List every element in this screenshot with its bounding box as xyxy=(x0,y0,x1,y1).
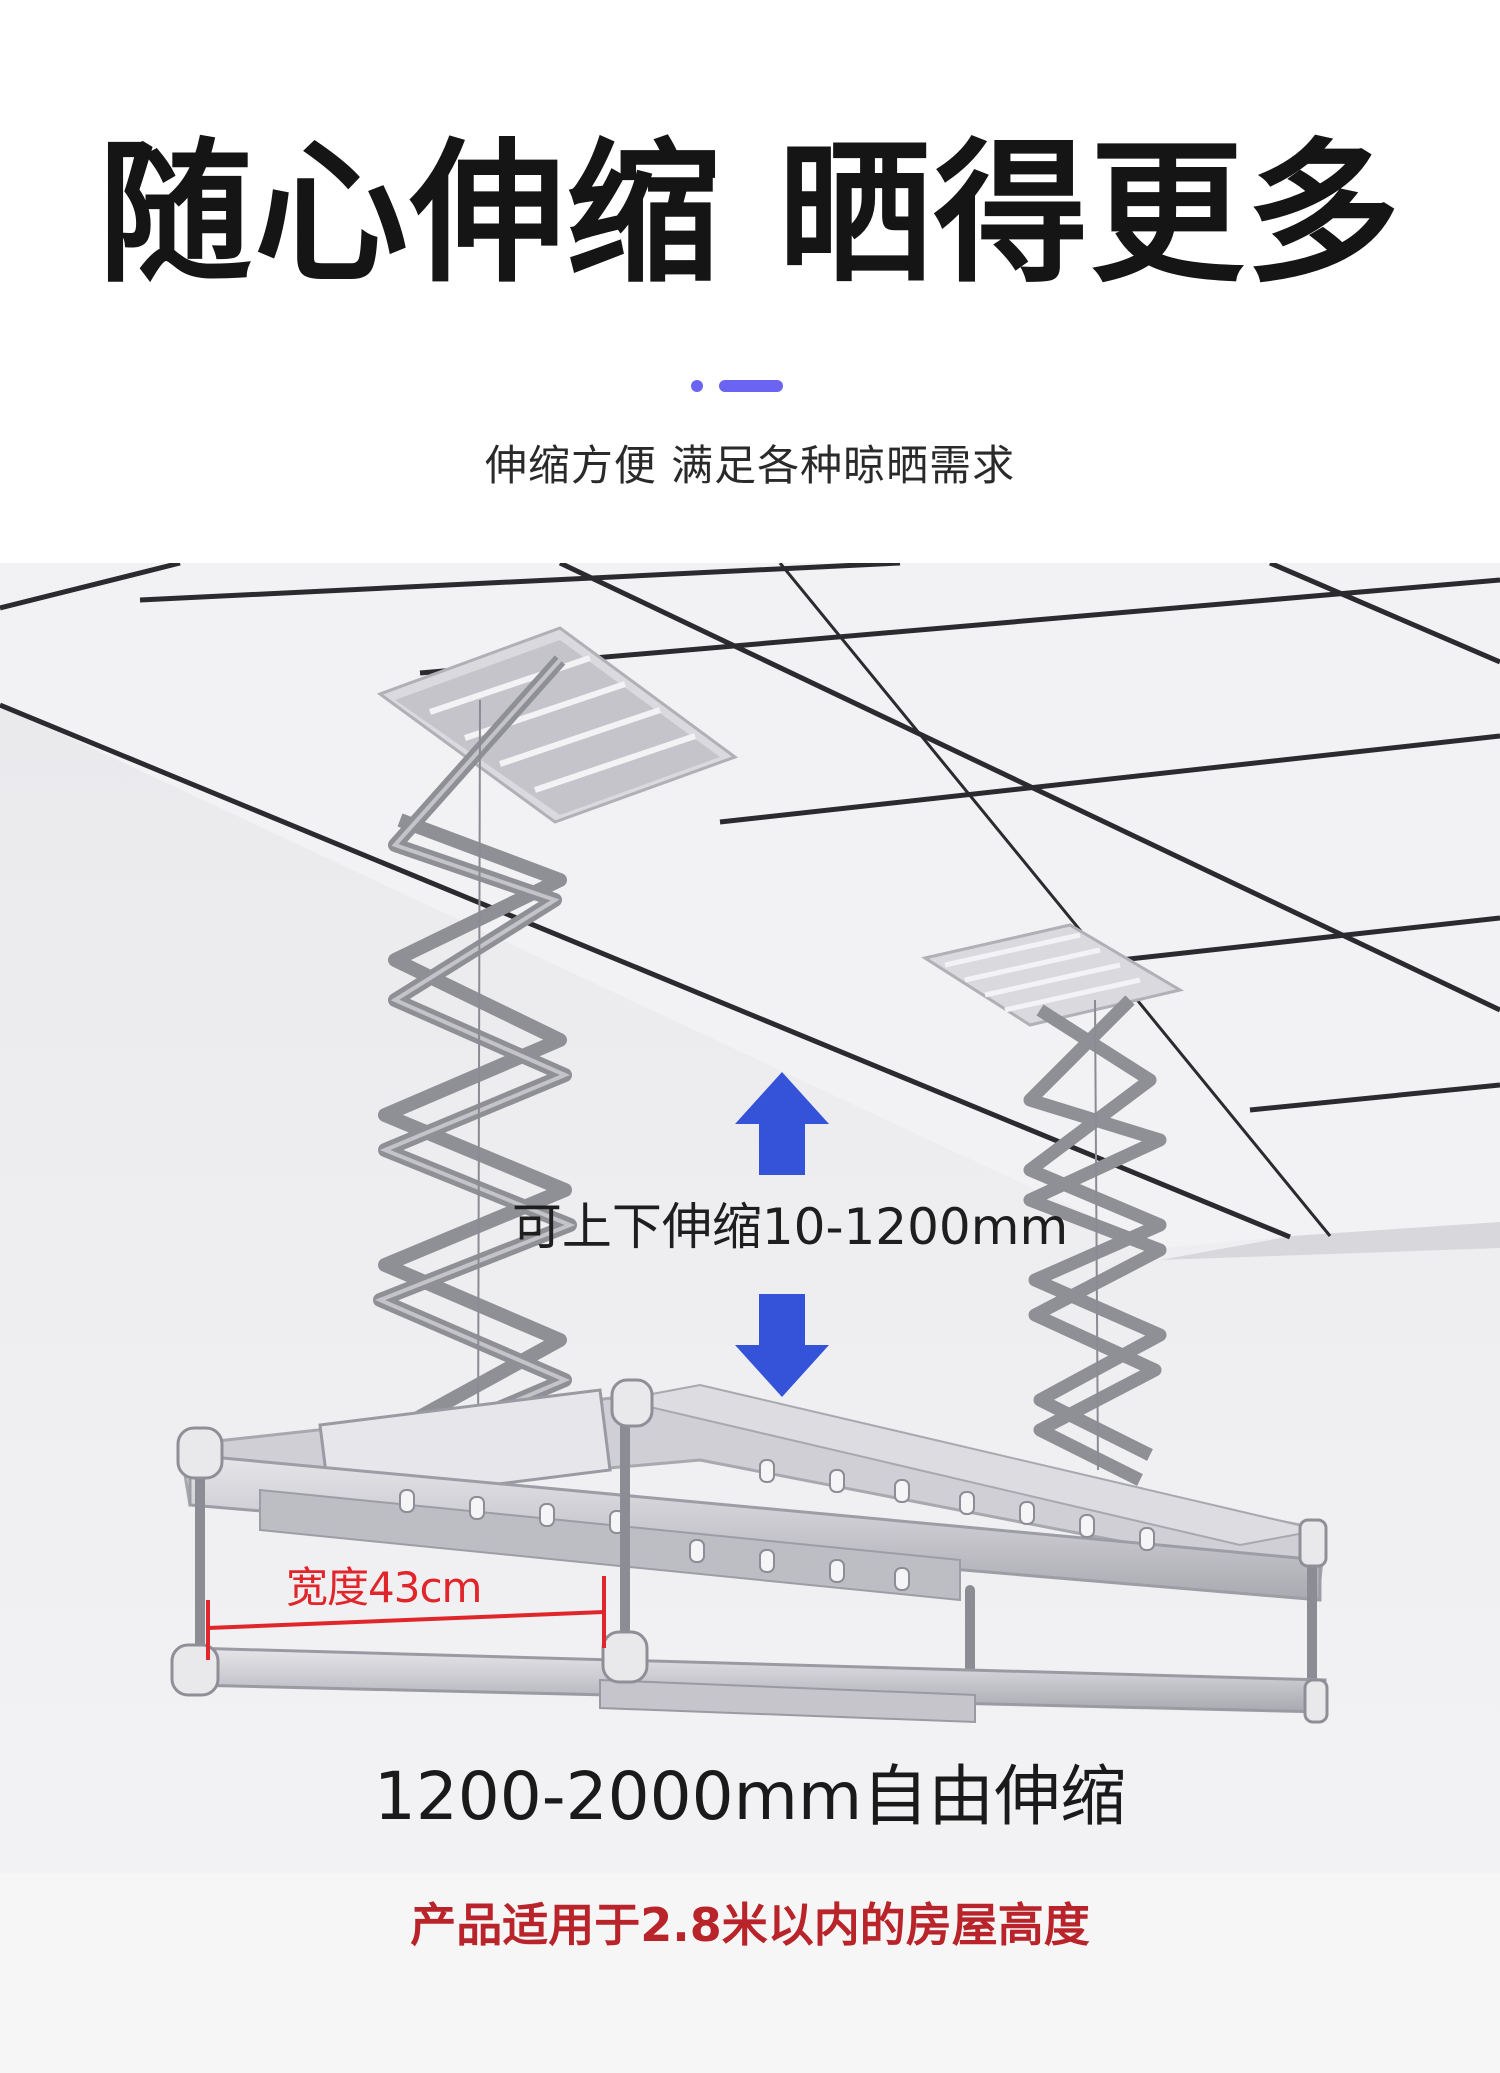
bottom-band xyxy=(0,1873,1500,2073)
page-subtitle: 伸缩方便 满足各种晾晒需求 xyxy=(484,441,1016,490)
product-illustration xyxy=(0,563,1500,2073)
length-range-label: 1200-2000mm自由伸缩 xyxy=(373,1758,1127,1835)
scissor-lift-left-shading xyxy=(374,658,576,1452)
height-note: 产品适用于2.8米以内的房屋高度 xyxy=(410,1898,1090,1952)
ceiling-vent-right xyxy=(921,923,1184,1027)
page-title: 随心伸缩 晒得更多 xyxy=(98,125,1402,304)
ceiling xyxy=(0,563,1500,1260)
divider-dot xyxy=(691,380,703,392)
width-dimension xyxy=(206,1576,606,1660)
lift-cable-left xyxy=(477,699,481,1461)
vertical-range-label: 可上下伸缩10-1200mm xyxy=(511,1198,1069,1256)
width-label: 宽度43cm xyxy=(286,1563,482,1612)
lift-cable-right xyxy=(1094,999,1099,1471)
divider-dash xyxy=(719,380,783,392)
drying-rack xyxy=(170,1378,1329,1724)
up-arrow-icon xyxy=(735,1072,829,1175)
down-arrow-icon xyxy=(735,1294,829,1397)
